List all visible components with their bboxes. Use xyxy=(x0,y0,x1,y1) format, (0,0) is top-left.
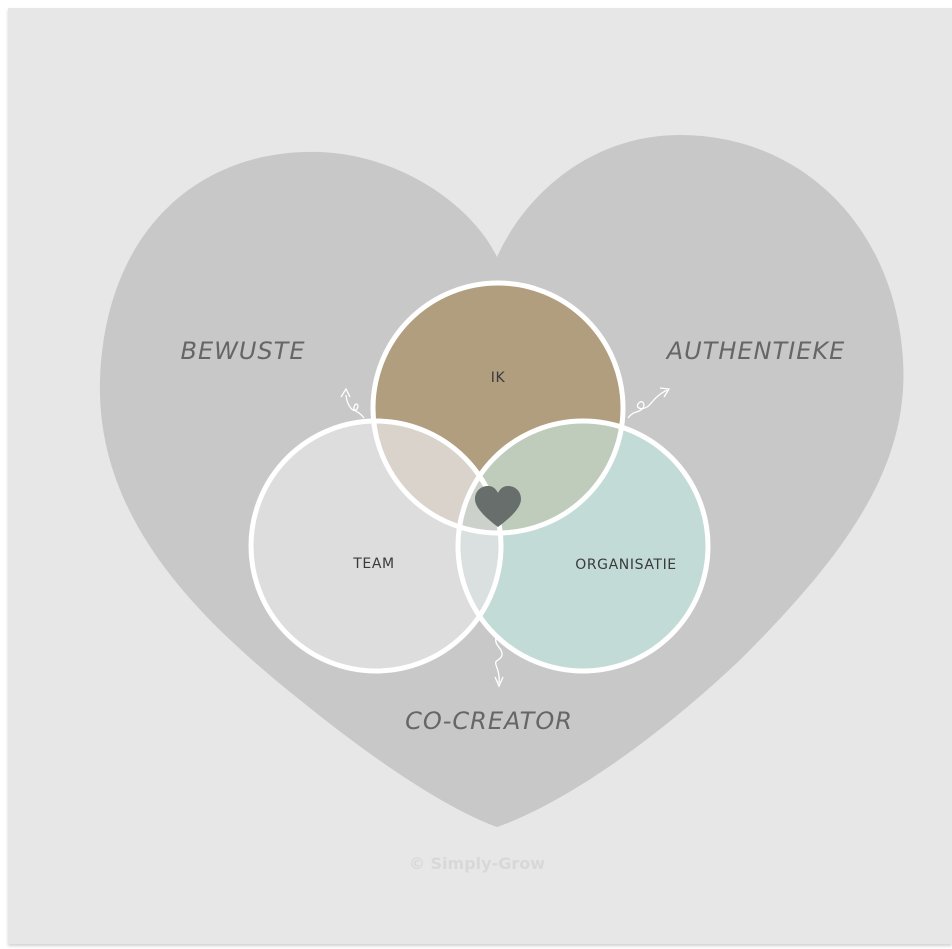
team-label: TEAM xyxy=(352,556,394,572)
ik-organisatie-overlap xyxy=(458,421,623,533)
bewuste-label: BEWUSTE xyxy=(181,337,306,365)
curly-arrow-icon xyxy=(340,387,365,419)
organisatie-label: ORGANISATIE xyxy=(575,557,677,573)
authentieke-label: AUTHENTIEKE xyxy=(665,337,846,365)
heart-icon xyxy=(475,486,521,527)
co-creator-label: CO-CREATOR xyxy=(405,707,573,735)
ik-label: IK xyxy=(491,370,506,386)
curly-arrow-icon xyxy=(627,387,671,419)
organisatie-circle-outline xyxy=(455,418,711,674)
team-circle-outline xyxy=(248,418,504,674)
ik-team-overlap xyxy=(373,421,501,533)
curly-arrow-icon xyxy=(494,637,504,688)
copyright-watermark: © Simply-Grow xyxy=(409,854,545,873)
